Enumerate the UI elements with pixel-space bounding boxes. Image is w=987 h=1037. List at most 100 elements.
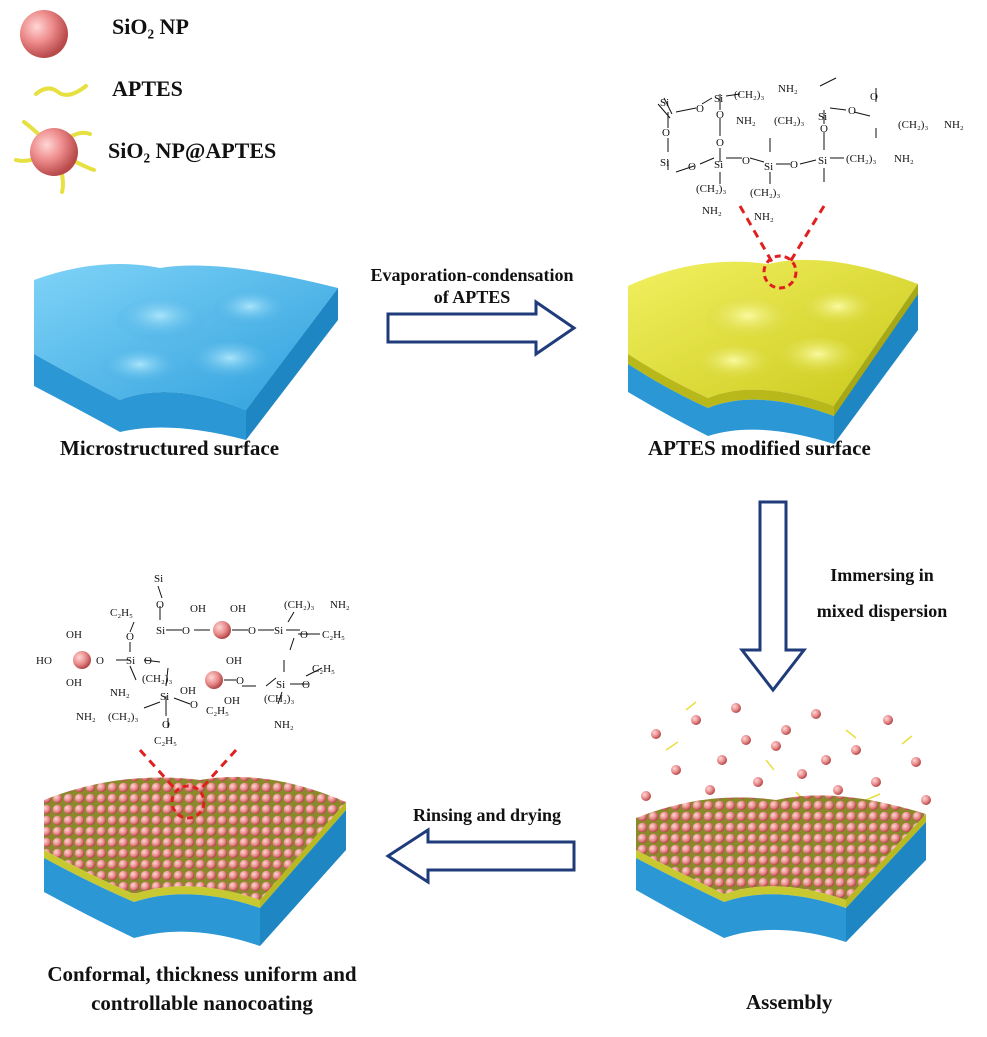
chem-top-nh2-6: NH₂ — [754, 211, 774, 223]
chem-bot-si-5: Si — [160, 691, 169, 703]
nanocoating-chemical-structure: Si O C₂H₅ O OH OH (CH₂)₃ NH₂ Si O O Si O… — [36, 573, 350, 747]
caption-nanocoating: Conformal, thickness uniform and control… — [22, 962, 382, 1016]
chem-top-ch2-6: (CH₂)₃ — [750, 187, 780, 199]
chem-top-ch2-1: (CH₂)₃ — [734, 89, 764, 101]
arrow2-label: Immersing in mixed dispersion — [796, 564, 968, 622]
chem-bot-si-3: Si — [274, 625, 283, 637]
chem-bot-si-4: Si — [126, 655, 135, 667]
chem-bot-o-5: O — [300, 629, 308, 641]
right-arrow-icon — [386, 299, 577, 357]
chem-top-si-5: Si — [764, 161, 773, 173]
floating-nanoparticles — [641, 701, 931, 809]
chem-bot-ch2-1: (CH₂)₃ — [284, 599, 314, 611]
chem-bot-si-2: Si — [156, 625, 165, 637]
chem-bot-oh-1: OH — [190, 603, 206, 615]
caption-microstructured-surface: Microstructured surface — [60, 436, 280, 460]
zoom-marker-bottom — [138, 748, 238, 820]
chem-bot-ch2-3: (CH₂)₃ — [264, 693, 294, 705]
caption-aptes-modified-surface: APTES modified surface — [648, 436, 871, 460]
microstructured-surface-block — [34, 264, 338, 440]
chem-top-o-1: O — [662, 127, 670, 139]
arrow2-label-line1: Immersing in — [830, 565, 934, 585]
chem-top-ch2-3: (CH₂)₃ — [774, 115, 804, 127]
chem-top-nh2-1: NH₂ — [778, 83, 798, 95]
chem-bot-ho-1: HO — [36, 655, 52, 667]
chem-bot-o-3: O — [182, 625, 190, 637]
chem-top-o-10: O — [870, 91, 878, 103]
chem-top-si-2: Si — [714, 93, 723, 105]
nanocoating-block — [44, 776, 346, 946]
bottom-structure-np-3 — [205, 671, 223, 689]
aptes-chemical-structure: Si O (CH₂)₃ NH₂ Si O O Si O O Si O Si O … — [657, 77, 964, 223]
chem-bot-c2h5-5: C₂H₅ — [154, 735, 177, 747]
chem-bot-o-1: O — [156, 599, 164, 611]
chem-top-ch2-2: (CH₂)₃ — [846, 153, 876, 165]
chem-top-nh2-4: NH₂ — [944, 119, 964, 131]
chem-bot-o-9: O — [190, 699, 198, 711]
chem-bot-oh-5: OH — [226, 655, 242, 667]
legend-label-sio2-aptes: SiO₂ NP@APTES — [108, 138, 277, 163]
bottom-structure-np-1 — [213, 621, 231, 639]
chem-bot-nh2-1: NH₂ — [330, 599, 350, 611]
arrow1-label: Evaporation-condensation of APTES — [352, 264, 592, 308]
chem-bot-o-7: O — [144, 655, 152, 667]
chem-top-o-3: O — [716, 109, 724, 121]
chem-top-o-9: O — [848, 105, 856, 117]
chem-bot-si-6: Si — [276, 679, 285, 691]
chem-bot-c2h5-2: C₂H₅ — [322, 629, 345, 641]
caption-assembly: Assembly — [746, 990, 833, 1014]
chem-bot-nh2-2: NH₂ — [110, 687, 130, 699]
chem-bot-o-2: O — [126, 631, 134, 643]
sio2-nanoparticle-with-aptes-icon — [14, 120, 96, 194]
chem-bot-o-4: O — [248, 625, 256, 637]
arrow1-label-line2: of APTES — [433, 287, 511, 307]
chem-top-nh2-3: NH₂ — [736, 115, 756, 127]
aptes-modified-surface-block — [628, 259, 918, 444]
chem-top-o-6: O — [742, 155, 750, 167]
chem-bot-oh-6: OH — [180, 685, 196, 697]
chem-bot-oh-4: OH — [66, 677, 82, 689]
arrow3-label: Rinsing and drying — [412, 805, 562, 825]
chem-top-o-5: O — [716, 137, 724, 149]
chem-bot-ch2-4: (CH₂)₃ — [108, 711, 138, 723]
chem-bot-nh2-3: NH₂ — [274, 719, 294, 731]
zoom-marker-top — [738, 205, 826, 290]
arrow2-label-line2: mixed dispersion — [816, 601, 948, 621]
chem-bot-ch2-2: (CH₂)₃ — [142, 673, 172, 685]
chem-bot-o-11: O — [162, 719, 170, 731]
chem-top-o-8: O — [820, 123, 828, 135]
chem-bot-oh-2: OH — [230, 603, 246, 615]
bottom-structure-np-2 — [73, 651, 91, 669]
left-arrow-icon — [385, 827, 576, 885]
chem-bot-c2h5-3: C₂H₅ — [206, 705, 229, 717]
chem-top-ch2-4: (CH₂)₃ — [898, 119, 928, 131]
chem-top-si-3: Si — [660, 157, 669, 169]
chem-top-o-4: O — [688, 161, 696, 173]
caption-nanocoating-line2: controllable nanocoating — [91, 991, 313, 1015]
chem-bot-o-6: O — [96, 655, 104, 667]
chem-top-o-7: O — [790, 159, 798, 171]
chem-top-si-1: Si — [660, 97, 669, 109]
chem-bot-oh-3: OH — [66, 629, 82, 641]
chem-top-nh2-5: NH₂ — [702, 205, 722, 217]
chem-bot-si-1: Si — [154, 573, 163, 585]
assembly-block — [636, 701, 931, 942]
chem-top-si-6: Si — [818, 155, 827, 167]
caption-nanocoating-line1: Conformal, thickness uniform and — [47, 962, 357, 986]
chem-bot-nh2-4: NH₂ — [76, 711, 96, 723]
chem-bot-o-8: O — [236, 675, 244, 687]
legend-label-sio2: SiO₂ NP — [112, 14, 189, 39]
chem-top-si-4: Si — [714, 159, 723, 171]
sio2-nanoparticle-icon — [20, 10, 68, 58]
chem-top-si-7: Si — [818, 111, 827, 123]
arrow1-label-line1: Evaporation-condensation — [370, 265, 574, 285]
chem-top-nh2-2: NH₂ — [894, 153, 914, 165]
chem-bot-c2h5-4: C₂H₅ — [312, 663, 335, 675]
aptes-strand-icon — [34, 84, 88, 97]
down-arrow-icon — [738, 500, 808, 693]
chem-top-ch2-5: (CH₂)₃ — [696, 183, 726, 195]
legend-label-aptes: APTES — [112, 76, 183, 101]
chem-top-o-2: O — [696, 103, 704, 115]
chem-bot-c2h5-1: C₂H₅ — [110, 607, 133, 619]
chem-bot-o-10: O — [302, 679, 310, 691]
